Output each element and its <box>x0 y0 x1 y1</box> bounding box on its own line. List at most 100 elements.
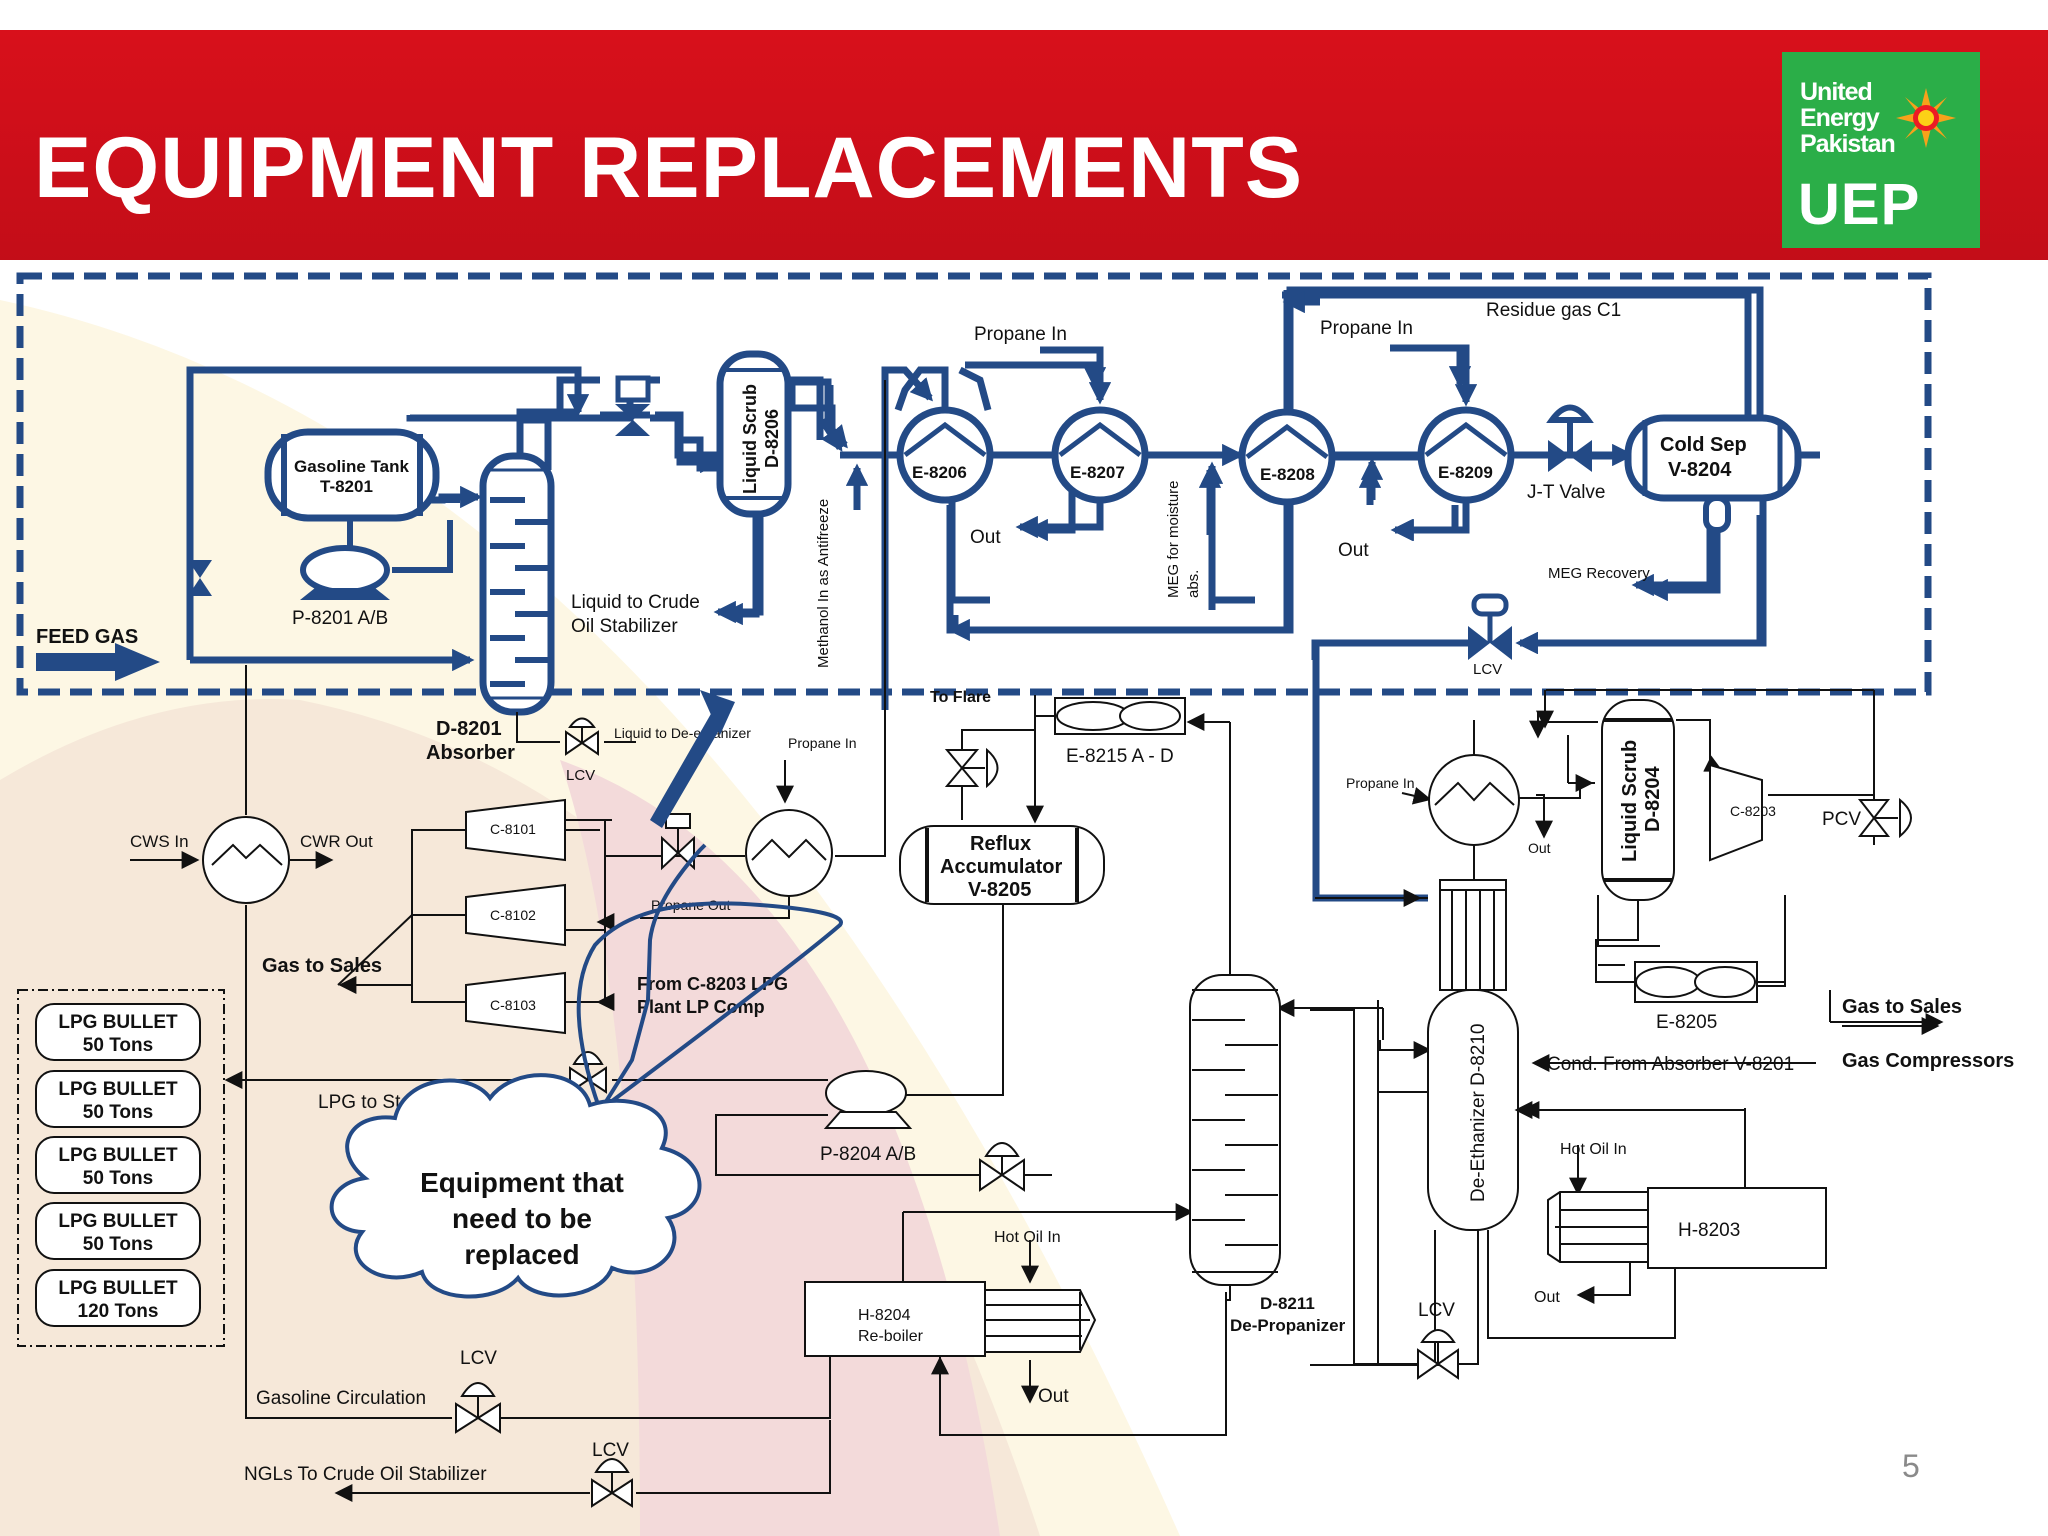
deethanizer-d8210: De-Ethanizer D-8210 <box>1427 879 1519 1231</box>
label-feed-gas: FEED GAS <box>36 626 138 648</box>
depropanizer-d8211: D-8211 De-Propanizer <box>1189 974 1346 1335</box>
pipe-scrub-overhead <box>788 378 848 449</box>
feed-bypass-valve <box>188 560 212 596</box>
compressor-c8101: C-8101 <box>465 798 566 862</box>
exchanger-e8208: E-8208 <box>1238 408 1336 506</box>
lpg-storage-group <box>17 989 225 1347</box>
air-cooler-e8205: E-8205 <box>1634 961 1758 1033</box>
callout-line-2: need to be <box>452 1203 592 1234</box>
label-meg-recovery: MEG Recovery <box>1548 565 1650 582</box>
lpg-bullet-name: LPG BULLET <box>58 1278 178 1299</box>
label-cold-sep-tag: V-8204 <box>1668 459 1732 481</box>
label-to-flare: To Flare <box>930 689 991 706</box>
label-hot-oil-in-1: Hot Oil In <box>994 1229 1061 1246</box>
label-lcv-ngl: LCV <box>592 1440 629 1461</box>
label-liquid-scrub-8206-tag: D-8206 <box>762 409 782 468</box>
label-gas-to-sales-right: Gas to Sales <box>1842 996 1962 1018</box>
pump-p8204: P-8204 A/B <box>820 1070 916 1165</box>
label-pcv: PCV <box>1822 809 1861 830</box>
label-methanol: Methanol In as Antifreeze <box>815 499 832 668</box>
label-out-right: Out <box>1528 840 1551 856</box>
pipe-valve-to-scrubber <box>578 414 718 459</box>
lpg-bullet-vessel <box>35 1070 201 1128</box>
lpg-bullet-capacity: 120 Tons <box>78 1301 159 1322</box>
jt-valve: J-T Valve <box>1527 404 1606 503</box>
logo-abbreviation: UEP <box>1798 172 1921 237</box>
label-reflux-2: Accumulator <box>940 856 1062 878</box>
upper-pipes <box>186 286 1820 902</box>
label-cwr-out: CWR Out <box>300 832 373 851</box>
label-gasoline-tank-tag: T-8201 <box>320 477 373 496</box>
upper-section-dashed-border <box>16 272 1932 696</box>
page-title: EQUIPMENT REPLACEMENTS <box>34 120 1304 216</box>
label-reflux-1: Reflux <box>970 833 1031 855</box>
label-liquid-scrub-8204: Liquid Scrub <box>1619 740 1641 862</box>
label-gas-compressors: Gas Compressors <box>1842 1050 2014 1072</box>
label-p8204: P-8204 A/B <box>820 1144 916 1165</box>
lpg-bullet-name: LPG BULLET <box>58 1145 178 1166</box>
label-lcv-absorber: LCV <box>566 767 595 784</box>
callout-loop <box>576 901 843 1112</box>
reflux-accumulator-v8205: Reflux Accumulator V-8205 <box>899 825 1105 905</box>
exchanger-e8209: E-8209 <box>1417 406 1515 504</box>
sun-icon <box>1896 88 1956 148</box>
lpg-bullet-vessel <box>35 1269 201 1327</box>
compressor-c8103: C-8103 <box>465 971 566 1035</box>
lpg-bullet-name: LPG BULLET <box>58 1211 178 1232</box>
cold-separator-v8204: Cold Sep V-8204 <box>1624 414 1802 533</box>
lcv-gasoline-valve: LCV <box>455 1348 501 1434</box>
lpg-bullet-vessel <box>35 1003 201 1061</box>
label-deethanizer: De-Ethanizer D-8210 <box>1468 1024 1489 1202</box>
pipe-scrub-to-e8205 <box>1595 900 1639 983</box>
label-e8207: E-8207 <box>1070 463 1125 482</box>
compressor-c8203: C-8203 <box>1709 763 1776 862</box>
label-propane-in-2: Propane In <box>1320 318 1413 339</box>
label-cond-from-absorber: Cond. From Absorber V-8201 <box>1547 1054 1794 1075</box>
gasoline-tank-t8201: Gasoline Tank T-8201 <box>264 428 440 522</box>
propane-exchanger-right: Propane In Out <box>1346 754 1551 856</box>
pipe-exchanger-to-scrub <box>1519 782 1595 799</box>
label-out-1: Out <box>970 527 1001 548</box>
lpg-bullet-capacity: 50 Tons <box>83 1035 153 1056</box>
logo-line-3: Pakistan <box>1800 130 1896 158</box>
label-meg-1: MEG for moisture <box>1165 480 1182 598</box>
label-liquid-to-deethanizer: Liquid to De-ethanizer <box>614 725 751 741</box>
feed-gas-arrow <box>36 643 160 681</box>
reflux-control-valve <box>979 1142 1025 1192</box>
label-meg-2: abs. <box>1185 570 1202 598</box>
label-h8204-2: Re-boiler <box>858 1328 924 1345</box>
label-ngls: NGLs To Crude Oil Stabilizer <box>244 1464 487 1485</box>
pump-p8201: P-8201 A/B <box>292 545 390 629</box>
header-banner: EQUIPMENT REPLACEMENTS <box>0 30 2048 260</box>
label-h8203: H-8203 <box>1678 1220 1740 1241</box>
exchanger-e8207: E-8207 <box>1051 406 1149 504</box>
pipe-coldsep-bottom <box>1515 498 1767 655</box>
label-absorber: Absorber <box>426 742 515 764</box>
label-e8205: E-8205 <box>1656 1012 1717 1033</box>
pipe-pump-to-absorber <box>392 520 453 573</box>
lpg-bullet-capacity: 50 Tons <box>83 1168 153 1189</box>
label-c8102: C-8102 <box>490 907 536 923</box>
exchanger-e8206: E-8206 <box>896 406 994 504</box>
label-propane-in-center: Propane In <box>788 735 857 751</box>
label-cws-in: CWS In <box>130 832 189 851</box>
exchanger-links <box>894 286 1764 634</box>
lcv-ngl-valve: LCV <box>591 1440 633 1508</box>
label-liquid-to-crude-1: Liquid to Crude <box>571 592 700 613</box>
pipe-hot-oil-supply <box>1518 1109 1746 1190</box>
heater-h8203: H-8203 Hot Oil In Out <box>1534 1141 1827 1306</box>
cws-exchanger: CWS In CWR Out <box>130 816 373 904</box>
callout-line-1: Equipment that <box>420 1167 624 1198</box>
label-e8215: E-8215 A - D <box>1066 746 1174 767</box>
compressor-c8102: C-8102 <box>465 883 566 947</box>
reboiler-h8204: H-8204 Re-boiler Hot Oil In Out <box>804 1229 1097 1407</box>
label-out-reboiler: Out <box>1038 1386 1069 1407</box>
callout-tail <box>558 843 707 1177</box>
lcv-top-valve: LCV <box>1468 593 1512 678</box>
company-logo: United Energy Pakistan UEP <box>1782 52 1980 248</box>
label-propane-in-right: Propane In <box>1346 775 1415 791</box>
